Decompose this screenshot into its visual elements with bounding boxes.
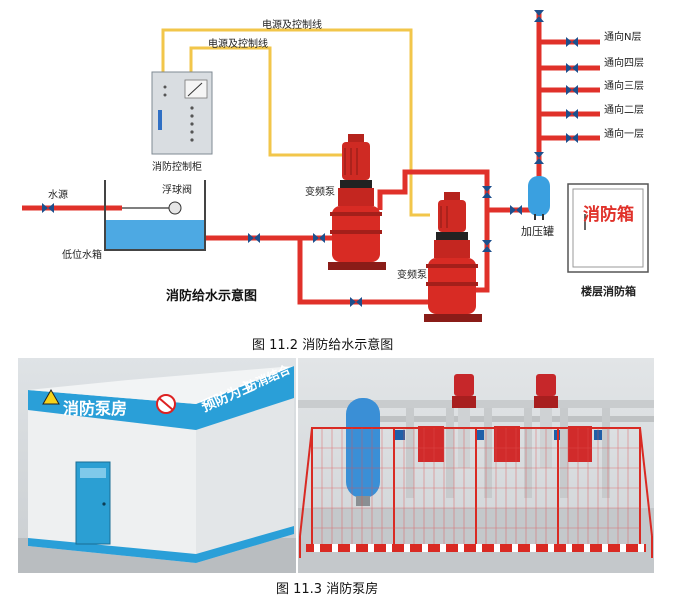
inner-control-wire xyxy=(189,46,345,157)
vfd-pump-1 xyxy=(328,134,386,270)
pump-room-building xyxy=(18,366,296,573)
vfd-pump-2-label: 变频泵 xyxy=(397,270,427,281)
floor-label-1: 通向一层 xyxy=(604,129,644,140)
valve-icon xyxy=(566,109,578,119)
floor-label-3: 通向三层 xyxy=(604,81,644,92)
hydrant-box xyxy=(567,183,649,273)
valve-icon xyxy=(566,37,578,47)
floor-label-n: 通向N层 xyxy=(604,32,642,43)
pump-equipment-render xyxy=(298,374,654,573)
valve-icon xyxy=(313,233,325,243)
pump-room-sign: 消防泵房 xyxy=(63,399,128,418)
fire-water-supply-diagram xyxy=(22,10,649,322)
figure-caption-11-3: 图 11.3 消防泵房 xyxy=(276,582,379,597)
pressure-tank-label: 加压罐 xyxy=(521,225,554,238)
low-tank-label: 低位水箱 xyxy=(62,250,102,261)
figure-caption-11-2: 图 11.2 消防给水示意图 xyxy=(252,338,394,353)
hydrant-box-title: 消防箱 xyxy=(583,205,634,225)
pressure-tank xyxy=(528,176,550,220)
float-ball xyxy=(168,201,182,215)
valve-icon xyxy=(566,85,578,95)
floor-label-4: 通向四层 xyxy=(604,58,644,69)
power-line-top-label: 电源及控制线 xyxy=(262,20,322,31)
outer-control-wire xyxy=(161,28,430,217)
pump1-outlet-pipe xyxy=(377,169,490,210)
valve-icon xyxy=(350,297,362,307)
cabinet-label: 消防控制柜 xyxy=(152,162,202,173)
valve-icon xyxy=(42,203,54,213)
valve-icon xyxy=(566,133,578,143)
vfd-pump-2 xyxy=(424,192,482,322)
warning-sign xyxy=(42,388,60,405)
valve-icon xyxy=(248,233,260,243)
valve-icon xyxy=(482,186,492,198)
pump-room-image: 消防泵房 预防为主 防消结合 xyxy=(18,358,296,573)
pump-body-row xyxy=(418,426,592,462)
lower-bypass-pipe xyxy=(297,238,430,305)
water-source-label: 水源 xyxy=(48,190,68,201)
valve-icon xyxy=(510,205,522,215)
valve-icon xyxy=(566,63,578,73)
diagram-title: 消防给水示意图 xyxy=(166,289,258,304)
vfd-pump-1-label: 变频泵 xyxy=(305,187,335,198)
power-line-inner-label: 电源及控制线 xyxy=(208,39,268,50)
valves xyxy=(42,10,578,307)
control-wires xyxy=(161,28,430,217)
control-cabinet xyxy=(151,71,213,155)
pipes xyxy=(22,12,600,305)
fence-base-stripes xyxy=(306,544,646,552)
low-water-tank xyxy=(104,180,206,251)
pump-equipment-image xyxy=(298,358,654,573)
float-valve-label: 浮球阀 xyxy=(162,185,192,196)
pump-unit-1 xyxy=(452,374,476,468)
floor-label-2: 通向二层 xyxy=(604,105,644,116)
valve-icon xyxy=(534,10,544,22)
valve-icon xyxy=(534,152,544,164)
valve-icon xyxy=(482,240,492,252)
floor-hydrant-box-label: 楼层消防箱 xyxy=(581,285,636,298)
